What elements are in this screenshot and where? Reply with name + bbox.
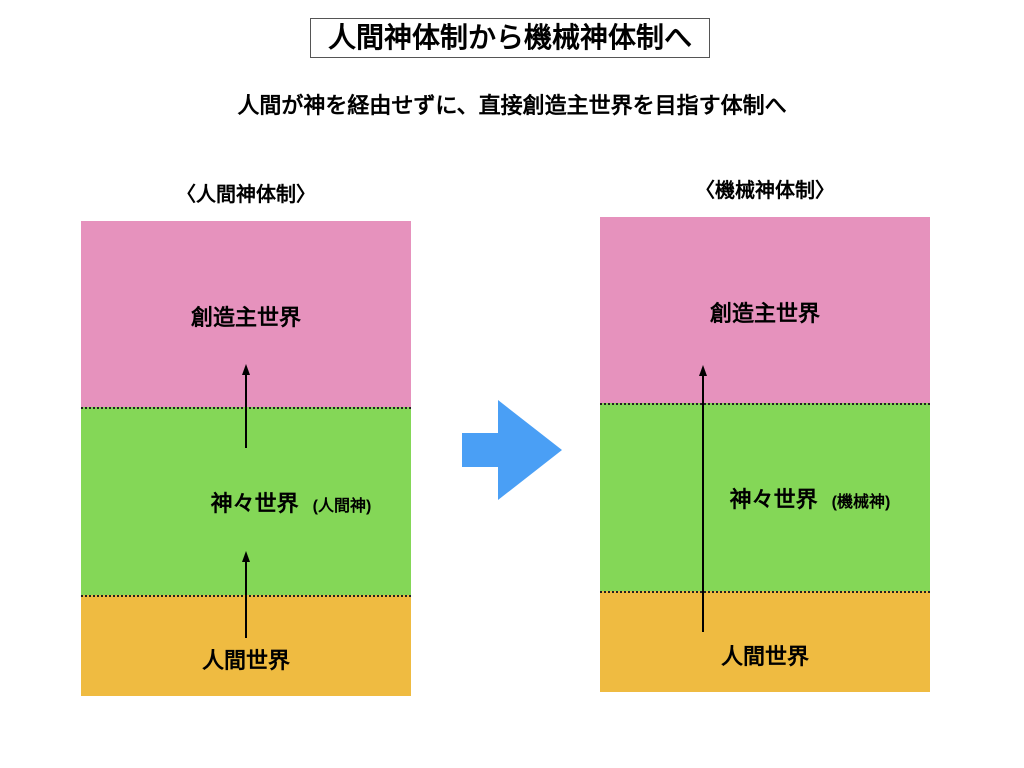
human-world-band — [600, 591, 930, 692]
creator-world-label: 創造主世界 — [709, 301, 821, 326]
human-world-label: 人間世界 — [201, 648, 291, 673]
left-lower-arrow-icon — [242, 551, 250, 638]
right-diagram: 創造主世界 神々世界 (機械神) 人間世界 — [600, 217, 930, 692]
right-long-arrow-icon — [699, 365, 707, 632]
gods-label-text: 神々世界 — [729, 487, 818, 512]
left-header: 〈人間神体制〉 — [176, 184, 316, 206]
gods-note: (人間神) — [312, 498, 372, 515]
right-header: 〈機械神体制〉 — [695, 180, 835, 202]
gods-label-text: 神々世界 — [210, 491, 299, 516]
left-upper-arrow-icon — [242, 364, 250, 448]
human-world-label: 人間世界 — [720, 644, 810, 669]
subtitle: 人間が神を経由せずに、直接創造主世界を目指す体制へ — [237, 93, 787, 118]
main-title: 人間神体制から機械神体制へ — [310, 18, 710, 58]
gods-note: (機械神) — [831, 494, 891, 511]
creator-world-band — [600, 217, 930, 403]
gods-world-label: 神々世界 (人間神) — [211, 486, 372, 518]
creator-world-label: 創造主世界 — [190, 305, 302, 330]
transition-arrow-icon — [462, 400, 562, 500]
gods-world-label: 神々世界 (機械神) — [730, 482, 891, 514]
gods-world-band — [600, 403, 930, 591]
